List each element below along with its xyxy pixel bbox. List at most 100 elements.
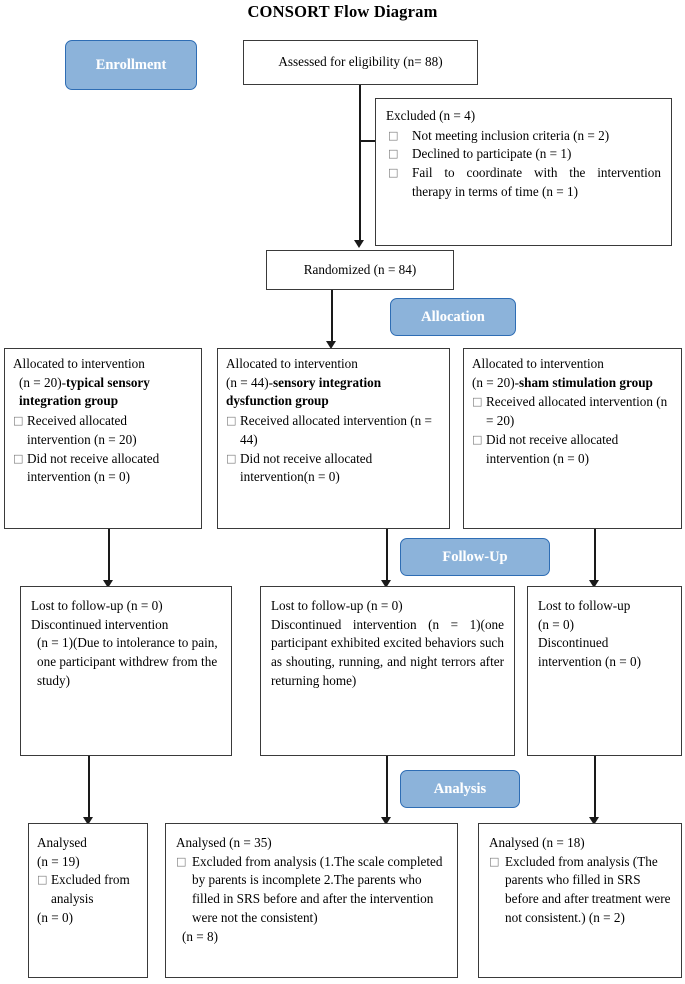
bullet-square-icon: □ — [176, 854, 187, 868]
followup-lost-n: (n = 0) — [538, 616, 575, 632]
arrow-down-icon — [589, 580, 599, 588]
analysis-excluded: □ Excluded from analysis (1.The scale co… — [176, 853, 447, 928]
box-allocation-typical: Allocated to intervention (n = 20)-typic… — [4, 348, 202, 529]
allocation-group-name: typical sensory integration group — [19, 374, 150, 409]
followup-lost: Lost to follow-up (n = 0) — [31, 598, 163, 613]
allocation-group-name: sensory integration dysfunction group — [226, 374, 382, 409]
followup-lost: Lost to follow-up — [538, 598, 631, 613]
bullet-square-icon: □ — [13, 414, 24, 428]
connector-assessed-to-randomized — [359, 85, 361, 240]
allocation-item-text: Received allocated intervention (n = 20) — [27, 413, 137, 447]
followup-discontinued: Discontinued intervention — [31, 616, 169, 632]
connector-followup-mid-to-analysis — [386, 756, 388, 820]
box-randomized: Randomized (n = 84) — [266, 250, 454, 290]
allocation-item-text: Did not receive allocated intervention (… — [27, 450, 160, 485]
bullet-square-icon: □ — [489, 854, 500, 868]
analysis-excluded-text: Excluded from analysis — [51, 872, 130, 907]
box-excluded: Excluded (n = 4) □ Not meeting inclusion… — [375, 98, 672, 246]
stage-label-allocation: Allocation — [390, 298, 516, 336]
analysis-excluded: □ Excluded from analysis (The parents wh… — [489, 853, 671, 928]
stage-label-enrollment: Enrollment — [65, 40, 197, 90]
connector-alloc-left-to-followup — [108, 529, 110, 583]
followup-lost: Lost to follow-up (n = 0) — [271, 598, 403, 613]
excluded-title: Excluded (n = 4) — [386, 108, 476, 123]
allocation-item-text: Did not receive allocated intervention (… — [486, 431, 619, 466]
analysis-excluded-n: (n = 8) — [182, 928, 219, 944]
connector-assessed-to-excluded — [359, 140, 378, 142]
connector-alloc-right-to-followup — [594, 529, 596, 583]
analysis-analysed: Analysed — [37, 835, 87, 850]
excluded-item-text: Fail to coordinate with the intervention… — [412, 165, 661, 199]
excluded-item: □ Declined to participate (n = 1) — [386, 145, 661, 164]
followup-discontinued: Discontinued — [538, 635, 609, 651]
box-followup-typical: Lost to follow-up (n = 0) Discontinued i… — [20, 586, 232, 756]
bullet-square-icon: □ — [226, 451, 237, 465]
allocation-item: □ Received allocated intervention (n = 4… — [226, 412, 441, 449]
box-analysis-typical: Analysed (n = 19) □ Excluded from analys… — [28, 823, 148, 978]
bullet-square-icon: □ — [388, 128, 399, 142]
stage-label-analysis: Analysis — [400, 770, 520, 808]
bullet-square-icon: □ — [388, 166, 399, 180]
bullet-square-icon: □ — [388, 147, 399, 161]
allocation-item: □ Received allocated intervention (n = 2… — [13, 412, 193, 449]
allocation-line1: Allocated to intervention — [13, 356, 145, 371]
allocation-n: (n = 20)- — [472, 374, 519, 390]
analysis-analysed: Analysed (n = 18) — [489, 835, 585, 850]
stage-label-allocation-text: Allocation — [421, 308, 485, 325]
bullet-square-icon: □ — [472, 432, 483, 446]
allocation-item-text: Did not receive allocated intervention(n… — [240, 450, 373, 485]
box-followup-sham: Lost to follow-up (n = 0) Discontinued i… — [527, 586, 682, 756]
page-title: CONSORT Flow Diagram — [247, 2, 438, 21]
assessed-text: Assessed for eligibility (n= 88) — [278, 54, 443, 70]
allocation-line1: Allocated to intervention — [226, 356, 358, 371]
bullet-square-icon: □ — [37, 873, 48, 887]
allocation-item: □ Received allocated intervention (n = 2… — [472, 393, 673, 430]
arrow-down-icon — [103, 580, 113, 588]
excluded-item-text: Not meeting inclusion criteria (n = 2) — [412, 127, 610, 143]
allocation-item-text: Received allocated intervention (n = 20) — [486, 394, 668, 429]
excluded-item: □ Not meeting inclusion criteria (n = 2) — [386, 127, 661, 146]
allocation-n: (n = 20)- — [19, 374, 66, 390]
allocation-n: (n = 44)- — [226, 374, 273, 390]
connector-followup-left-to-analysis — [88, 756, 90, 820]
analysis-analysed: Analysed (n = 35) — [176, 835, 272, 850]
analysis-analysed-n: (n = 19) — [37, 853, 80, 869]
allocation-item: □ Did not receive allocated intervention… — [226, 450, 441, 487]
followup-detail: (n = 1)(Due to intolerance to pain, one … — [37, 635, 218, 688]
excluded-item-text: Declined to participate (n = 1) — [412, 146, 572, 162]
followup-detail: intervention (n = 0) — [538, 654, 642, 670]
analysis-excluded-text: Excluded from analysis (The parents who … — [505, 853, 671, 925]
stage-label-enrollment-text: Enrollment — [95, 56, 167, 73]
box-allocation-dysfunction: Allocated to intervention (n = 44)-senso… — [217, 348, 450, 529]
excluded-item: □ Fail to coordinate with the interventi… — [386, 164, 661, 201]
box-analysis-sham: Analysed (n = 18) □ Excluded from analys… — [478, 823, 682, 978]
arrow-down-icon — [381, 817, 391, 825]
analysis-excluded-n: (n = 0) — [37, 909, 74, 925]
connector-followup-right-to-analysis — [594, 756, 596, 820]
allocation-item-text: Received allocated intervention (n = 44) — [240, 413, 432, 447]
stage-label-followup-text: Follow-Up — [442, 548, 508, 565]
arrow-down-icon — [83, 817, 93, 825]
arrow-down-icon — [381, 580, 391, 588]
allocation-item: □ Did not receive allocated intervention… — [13, 450, 193, 487]
connector-alloc-mid-to-followup — [386, 529, 388, 583]
stage-label-analysis-text: Analysis — [433, 780, 487, 797]
analysis-excluded: □ Excluded from analysis — [37, 871, 139, 908]
randomized-text: Randomized (n = 84) — [303, 261, 417, 277]
allocation-line1: Allocated to intervention — [472, 356, 604, 371]
bullet-square-icon: □ — [226, 414, 237, 428]
followup-discontinued: Discontinued intervention (n = 1)(one pa… — [271, 616, 504, 688]
arrow-down-icon — [326, 341, 336, 349]
analysis-excluded-text: Excluded from analysis (1.The scale comp… — [192, 853, 443, 925]
allocation-item: □ Did not receive allocated intervention… — [472, 431, 673, 468]
box-assessed-for-eligibility: Assessed for eligibility (n= 88) — [243, 40, 478, 85]
stage-label-followup: Follow-Up — [400, 538, 550, 576]
bullet-square-icon: □ — [472, 395, 483, 409]
connector-randomized-to-allocation — [331, 290, 333, 344]
box-analysis-dysfunction: Analysed (n = 35) □ Excluded from analys… — [165, 823, 458, 978]
allocation-group-name: sham stimulation group — [519, 374, 653, 390]
arrow-down-icon — [589, 817, 599, 825]
box-followup-dysfunction: Lost to follow-up (n = 0) Discontinued i… — [260, 586, 515, 756]
bullet-square-icon: □ — [13, 451, 24, 465]
